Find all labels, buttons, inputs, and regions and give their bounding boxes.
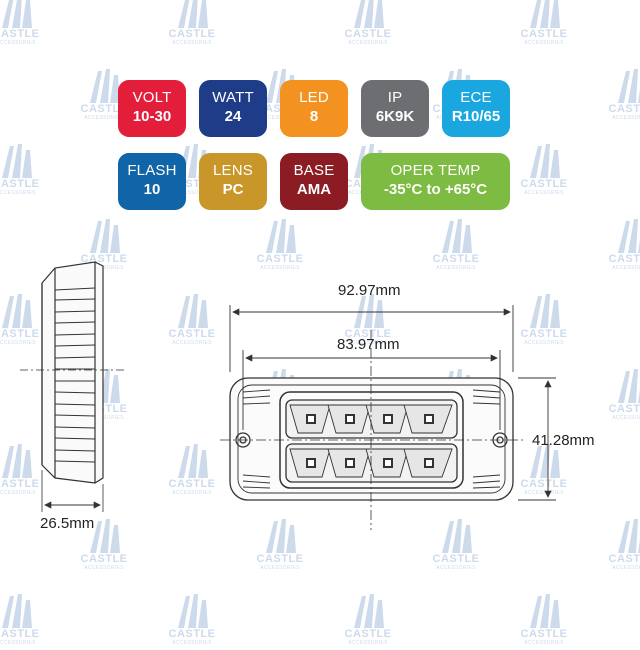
spec-label: WATT	[212, 89, 254, 106]
spec-value: 8	[309, 108, 319, 125]
spec-label: BASE	[293, 162, 335, 179]
overall-width-dimension: 92.97mm	[338, 282, 401, 299]
watermark-subtext: ACCESSORIES	[0, 640, 36, 646]
spec-badge-volt: VOLT 10-30	[118, 80, 186, 137]
spec-label: IP	[387, 89, 403, 106]
front-view	[220, 330, 525, 530]
spec-value: 10	[143, 181, 161, 198]
spec-label: LENS	[213, 162, 253, 179]
spec-label: ECE	[460, 89, 492, 106]
spec-badges: VOLT 10-30 WATT 24 LED 8 IP 6K9K ECE R10…	[0, 0, 640, 220]
spec-badge-ece: ECE R10/65	[442, 80, 510, 137]
spec-badge-led: LED 8	[280, 80, 348, 137]
spec-label: LED	[299, 89, 329, 106]
height-dimension: 41.28mm	[532, 432, 595, 449]
spec-badge-watt: WATT 24	[199, 80, 267, 137]
dimension-lines	[229, 305, 556, 501]
side-view	[20, 261, 125, 512]
spec-badge-lens: LENS PC	[199, 153, 267, 210]
spec-badge-temp: OPER TEMP -35°C to +65°C	[361, 153, 510, 210]
spec-value: PC	[222, 181, 244, 198]
hole-spacing-dimension: 83.97mm	[337, 336, 400, 353]
watermark-subtext: ACCESSORIES	[348, 640, 388, 646]
spec-label: VOLT	[132, 89, 172, 106]
spec-label: FLASH	[127, 162, 177, 179]
spec-value: -35°C to +65°C	[383, 181, 488, 198]
spec-label: OPER TEMP	[390, 162, 481, 179]
spec-value: R10/65	[451, 108, 501, 125]
spec-value: 10-30	[132, 108, 172, 125]
spec-value: 6K9K	[375, 108, 415, 125]
spec-value: AMA	[296, 181, 332, 198]
watermark-subtext: ACCESSORIES	[172, 640, 212, 646]
spec-badge-base: BASE AMA	[280, 153, 348, 210]
depth-dimension: 26.5mm	[40, 515, 94, 532]
watermark-subtext: ACCESSORIES	[524, 640, 564, 646]
spec-badge-flash: FLASH 10	[118, 153, 186, 210]
spec-badge-ip: IP 6K9K	[361, 80, 429, 137]
spec-value: 24	[224, 108, 242, 125]
